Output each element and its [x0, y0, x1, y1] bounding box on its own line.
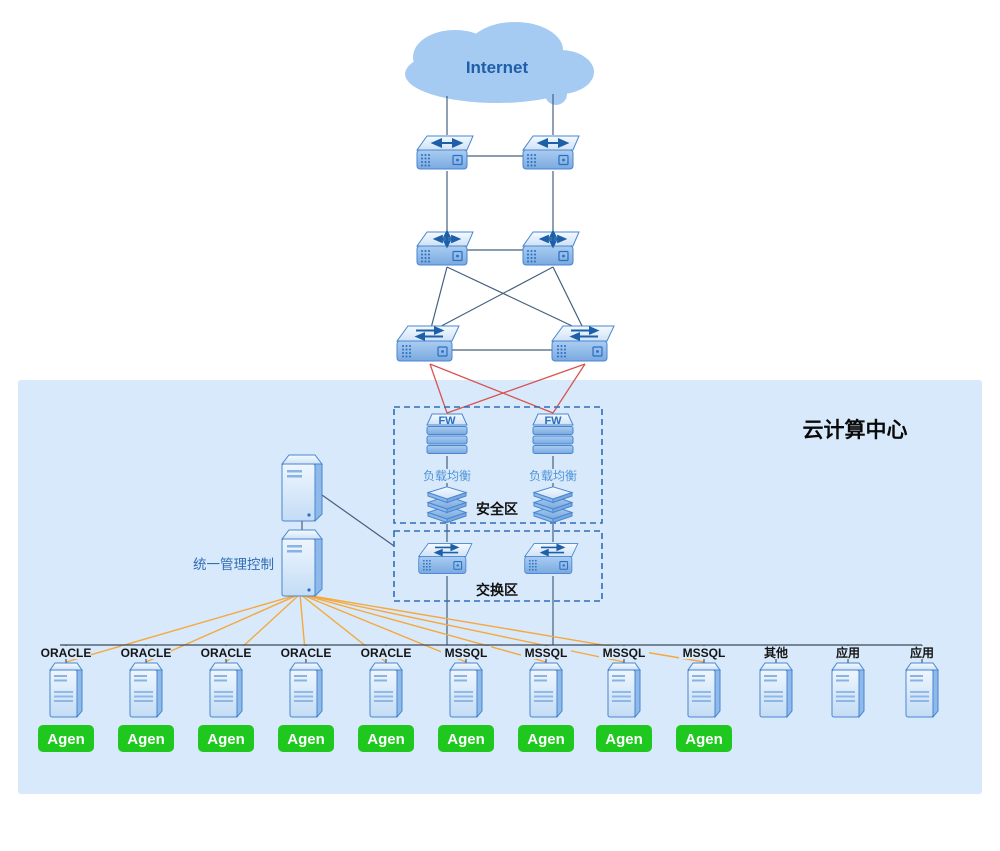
server-label: MSSQL [683, 646, 726, 660]
agent-badge-label: Agen [367, 731, 405, 748]
lb-2-label-bg [526, 469, 580, 483]
agent-badge-label: Agen [47, 731, 85, 748]
load-balancer-1-label: 负载均衡 [423, 469, 471, 483]
security-zone-box [393, 406, 603, 524]
zone-switch-1-icon [417, 542, 473, 575]
server-row: ORACLE ORACLE ORACLE ORACLE ORACLE MSSQL… [41, 645, 939, 718]
server-label: ORACLE [121, 646, 172, 660]
server-label: ORACLE [41, 646, 92, 660]
load-balancer-2-label: 负载均衡 [529, 469, 577, 483]
cloud-datacenter-region [18, 380, 982, 794]
core-switch-1-icon [396, 325, 460, 362]
server-icon [449, 662, 483, 718]
core-router-1-icon [416, 230, 474, 266]
server-icon [289, 662, 323, 718]
agent-badge [596, 725, 652, 752]
server-label: 应用 [836, 645, 860, 660]
load-balancer-1-icon [427, 486, 467, 523]
server-label: MSSQL [525, 646, 568, 660]
agent-badge [518, 725, 574, 752]
server-icon [831, 662, 865, 718]
lb-1-label-bg [420, 469, 474, 483]
edge-router-2-icon [522, 135, 580, 170]
agent-badge [198, 725, 254, 752]
agent-badge-label: Agen [207, 731, 245, 748]
edge-router-1-icon [416, 135, 474, 170]
server-label: 应用 [910, 645, 934, 660]
red-links-to-firewalls [429, 363, 586, 414]
management-label: 统一管理控制 [193, 557, 274, 572]
server-icon [369, 662, 403, 718]
switch-zone-box [393, 530, 603, 602]
server-icon [687, 662, 721, 718]
server-label-backgrounds [41, 646, 942, 659]
datacenter-title: 云计算中心 [803, 418, 908, 442]
core-switch-2-icon [551, 325, 615, 362]
internet-label: Internet [466, 58, 529, 77]
server-icon [905, 662, 939, 718]
internet-cloud [405, 22, 594, 105]
firewall-2-label: FW [544, 415, 562, 427]
agent-badges: Agen Agen Agen Agen Agen Agen Agen Agen … [38, 725, 732, 752]
agent-badge-label: Agen [127, 731, 165, 748]
server-icon [759, 662, 793, 718]
server-icon [129, 662, 163, 718]
management-server-1-icon [281, 454, 323, 522]
server-label: ORACLE [361, 646, 412, 660]
core-router-2-icon [522, 230, 580, 266]
server-icon [529, 662, 563, 718]
server-label: 其他 [764, 645, 788, 660]
agent-badge-label: Agen [287, 731, 325, 748]
server-label: ORACLE [281, 646, 332, 660]
agent-badge [438, 725, 494, 752]
agent-badge-label: Agen [527, 731, 565, 748]
agent-badge [118, 725, 174, 752]
server-label: MSSQL [445, 646, 488, 660]
agent-badge-label: Agen [605, 731, 643, 748]
security-zone-label: 安全区 [476, 501, 518, 517]
firewall-1-label: FW [438, 415, 456, 427]
server-icon [607, 662, 641, 718]
switch-zone-label: 交换区 [476, 582, 518, 598]
agent-badge [358, 725, 414, 752]
agent-badge-label: Agen [447, 731, 485, 748]
zone-switch-2-icon [523, 542, 579, 575]
server-label: MSSQL [603, 646, 646, 660]
server-icon [209, 662, 243, 718]
agent-badge-label: Agen [685, 731, 723, 748]
load-balancer-2-icon [533, 486, 573, 523]
management-server-2-icon [281, 529, 323, 597]
agent-badge [38, 725, 94, 752]
server-label: ORACLE [201, 646, 252, 660]
server-icon [49, 662, 83, 718]
agent-badge [278, 725, 334, 752]
agent-badge [676, 725, 732, 752]
